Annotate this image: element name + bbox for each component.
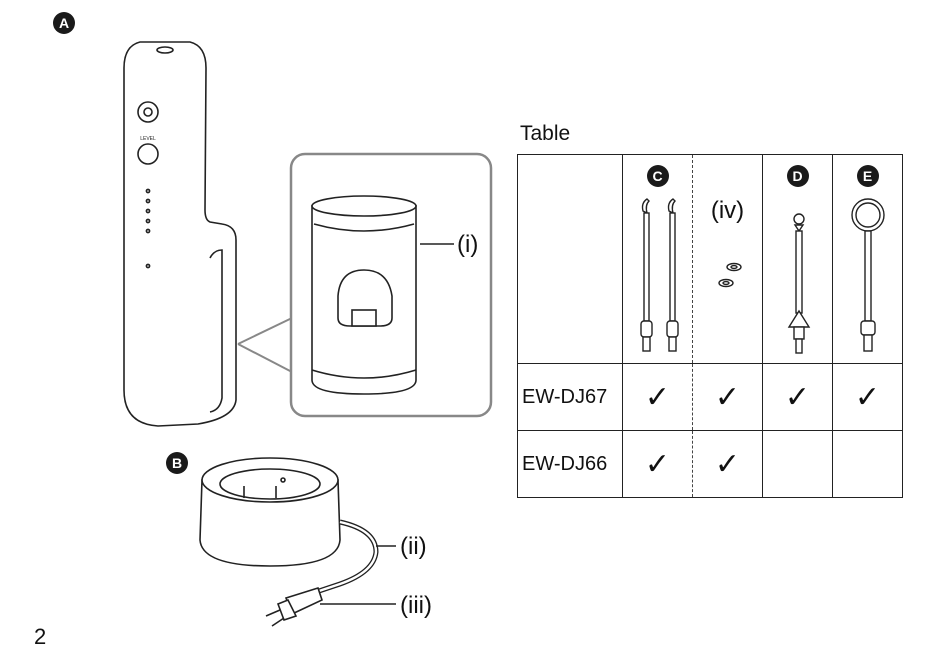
header-part-iv: (iv) <box>692 154 763 364</box>
table-title: Table <box>520 122 571 145</box>
header-nozzle-e: E <box>832 154 903 364</box>
header-nozzle-d: D <box>762 154 833 364</box>
check-cell: ✓ <box>622 363 693 431</box>
check-cell: ✓ <box>692 363 763 431</box>
header-empty-cell <box>517 154 623 364</box>
check-cell: ✓ <box>692 430 763 498</box>
check-cell: ✓ <box>762 363 833 431</box>
power-plug <box>265 587 323 627</box>
check-cell: ✓ <box>622 430 693 498</box>
jet-nozzle-pair-illustration <box>640 198 679 352</box>
model-name: EW-DJ67 <box>517 363 623 431</box>
badge-c: C <box>646 165 669 187</box>
callout-ii: (ii) <box>400 533 427 560</box>
tongue-cleaner-illustration <box>851 198 885 352</box>
compatibility-table: C (iv) <box>517 154 903 498</box>
callout-i: (i) <box>457 231 479 258</box>
zoom-connector <box>237 317 293 373</box>
table-row: EW-DJ66 ✓ ✓ <box>517 430 903 498</box>
periodontal-nozzle-illustration <box>787 213 811 354</box>
water-tank <box>311 195 417 395</box>
badge-a: A <box>53 12 75 34</box>
badge-d: D <box>786 165 809 187</box>
page-number: 2 <box>34 624 47 649</box>
callout-iii: (iii) <box>400 592 432 619</box>
charging-stand <box>199 457 341 567</box>
table-row: EW-DJ67 ✓ ✓ ✓ ✓ <box>517 363 903 431</box>
badge-e: E <box>856 165 879 187</box>
callout-iv: (iv) <box>710 197 745 224</box>
check-cell <box>762 430 833 498</box>
header-nozzle-c: C <box>622 154 693 364</box>
level-label: LEVEL <box>140 136 156 142</box>
badge-b: B <box>166 452 188 474</box>
water-flosser-body <box>123 41 237 427</box>
model-name: EW-DJ66 <box>517 430 623 498</box>
check-cell <box>832 430 903 498</box>
table-header-row: C (iv) <box>517 154 903 364</box>
o-rings-illustration <box>718 262 742 288</box>
check-cell: ✓ <box>832 363 903 431</box>
